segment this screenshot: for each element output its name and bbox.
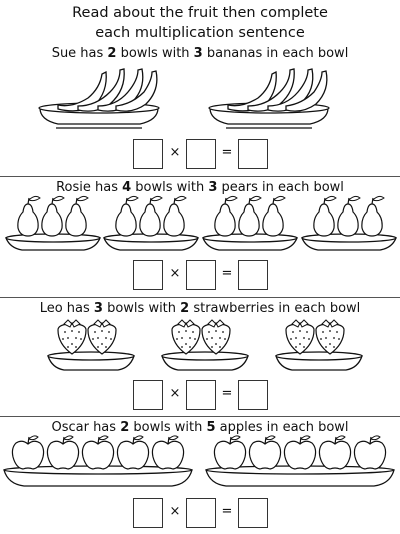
pear [313, 195, 337, 237]
sentence-text: Leo has [39, 301, 94, 316]
strawberry [87, 319, 117, 355]
section-divider [0, 176, 400, 177]
apple-bowls-illustration [3, 435, 395, 487]
sentence-rosie: Rosie has 4 bowls with 3 pears in each b… [0, 180, 400, 196]
apple [353, 435, 387, 470]
pear [17, 195, 41, 237]
times-sign: × [169, 504, 181, 519]
pear [41, 195, 65, 237]
pear [337, 195, 361, 237]
fruit-count: 2 [180, 301, 190, 316]
sentence-text: pears in each bowl [217, 180, 344, 195]
sentence-text: bananas in each bowl [202, 46, 349, 61]
bowl-count: 3 [93, 301, 103, 316]
pear [361, 195, 385, 237]
banana-bowls-illustration [38, 68, 330, 129]
sentence-text: bowls with [131, 180, 209, 195]
pear-bowls-illustration [5, 195, 397, 251]
apple [248, 435, 282, 470]
apple [151, 435, 185, 470]
sentence-text: bowls with [102, 301, 181, 316]
pear [238, 195, 262, 237]
sentence-sue: Sue has 2 bowls with 3 bananas in each b… [0, 46, 400, 62]
equals-sign: = [221, 504, 233, 519]
equals-sign: = [221, 145, 233, 160]
section-divider [0, 297, 400, 298]
banana [115, 70, 158, 112]
times-sign: × [169, 386, 181, 401]
pear [214, 195, 238, 237]
bowl-count: 4 [122, 180, 132, 195]
answer-box-total[interactable] [238, 380, 268, 410]
fruit-count: 3 [193, 46, 203, 61]
apple [283, 435, 317, 470]
answer-box-bowls[interactable] [133, 380, 163, 410]
strawberry [315, 319, 345, 355]
strawberry [285, 319, 315, 355]
worksheet-title-line-1: Read about the fruit then complete [72, 5, 328, 21]
strawberry [171, 319, 201, 355]
times-sign: × [169, 266, 181, 281]
sentence-text: bowls with [129, 420, 207, 435]
answer-row-oscar: × = [0, 498, 400, 532]
sentence-text: Sue has [51, 46, 108, 61]
sentence-leo: Leo has 3 bowls with 2 strawberries in e… [0, 301, 400, 317]
answer-box-total[interactable] [238, 498, 268, 528]
apple [46, 435, 80, 470]
answer-box-total[interactable] [238, 139, 268, 169]
answer-row-leo: × = [0, 380, 400, 414]
apple [213, 435, 247, 470]
pear [139, 195, 163, 237]
strawberry [57, 319, 87, 355]
answer-box-bowls[interactable] [133, 260, 163, 290]
strawberry [201, 319, 231, 355]
answer-box-total[interactable] [238, 260, 268, 290]
worksheet-title-line-2: each multiplication sentence [95, 25, 305, 41]
pear [163, 195, 187, 237]
answer-box-each[interactable] [186, 498, 216, 528]
answer-box-bowls[interactable] [133, 139, 163, 169]
pear [115, 195, 139, 237]
apple [11, 435, 45, 470]
answer-box-each[interactable] [186, 380, 216, 410]
banana [285, 70, 328, 112]
sentence-text: bowls with [116, 46, 194, 61]
apple [116, 435, 150, 470]
strawberry-bowls-illustration [47, 319, 363, 371]
answer-box-bowls[interactable] [133, 498, 163, 528]
sentence-oscar: Oscar has 2 bowls with 5 apples in each … [0, 420, 400, 436]
bowl-count: 2 [107, 46, 117, 61]
apple [318, 435, 352, 470]
times-sign: × [169, 145, 181, 160]
sentence-text: Rosie has [56, 180, 123, 195]
answer-row-sue: × = [0, 139, 400, 173]
sentence-text: apples in each bowl [215, 420, 349, 435]
sentence-text: Oscar has [51, 420, 121, 435]
fruit-count: 3 [208, 180, 218, 195]
apple [81, 435, 115, 470]
pear [262, 195, 286, 237]
fruit-count: 5 [206, 420, 216, 435]
pear [65, 195, 89, 237]
bowl-count: 2 [120, 420, 130, 435]
answer-box-each[interactable] [186, 139, 216, 169]
equals-sign: = [221, 266, 233, 281]
answer-box-each[interactable] [186, 260, 216, 290]
section-divider [0, 416, 400, 417]
answer-row-rosie: × = [0, 260, 400, 294]
sentence-text: strawberries in each bowl [189, 301, 361, 316]
equals-sign: = [221, 386, 233, 401]
